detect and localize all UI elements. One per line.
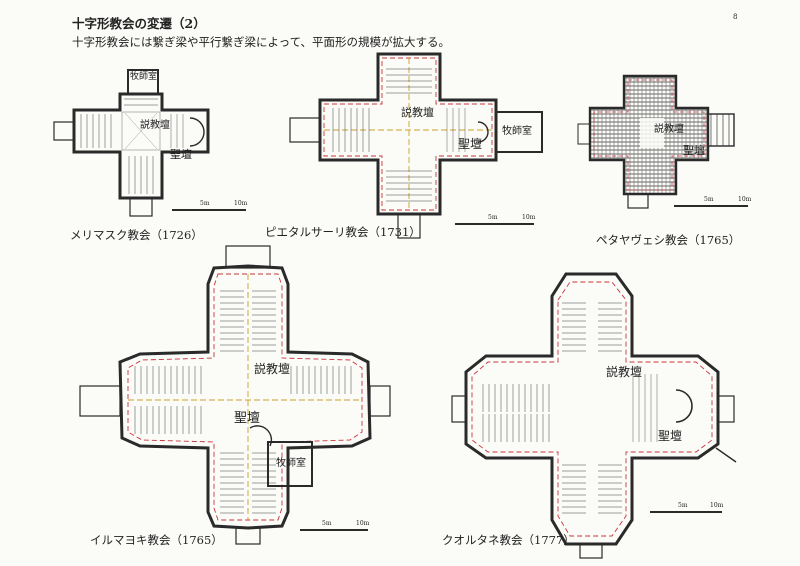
caption-pietarsaari: ピエタルサーリ教会（1731） [265, 225, 421, 239]
plan-pietarsaari: 説教壇 牧師室 聖壇 5m 10m [289, 52, 543, 239]
plan-ilmajoki: 説教壇 聖壇 牧師室 5m 10m [79, 245, 391, 545]
page-mark: 8 [733, 13, 738, 21]
vestry-label-pietarsaari: 牧師室 [502, 124, 532, 137]
pulpit-label-merimasku: 説教壇 [140, 118, 170, 131]
plan-kuortane: 説教壇 聖壇 5m 10m [451, 272, 737, 559]
scale-5m-petajavesi: 5m [704, 196, 714, 203]
scale-10m-kuortane: 10m [710, 502, 724, 509]
scale-5m-merimasku: 5m [200, 200, 210, 207]
scale-bar-pietarsaari: 5m 10m [455, 214, 536, 225]
pulpit-label-ilmajoki: 説教壇 [254, 361, 290, 376]
scale-10m-petajavesi: 10m [738, 196, 752, 203]
page-subtitle: 十字形教会には繋ぎ梁や平行繋ぎ梁によって、平面形の規模が拡大する。 [72, 35, 451, 49]
caption-kuortane: クオルタネ教会（1777） [442, 533, 575, 547]
vestry-label-merimasku: 牧師室 [130, 70, 157, 82]
pulpit-label-pietarsaari: 説教壇 [401, 105, 434, 119]
scale-10m-ilmajoki: 10m [356, 520, 370, 527]
page-title: 十字形教会の変遷（2） [72, 16, 206, 31]
scale-bar-merimasku: 5m 10m [172, 200, 248, 211]
plan-merimasku: 牧師室 説教壇 聖壇 5m 10m [53, 69, 248, 217]
scale-5m-pietarsaari: 5m [488, 214, 498, 221]
scale-10m-pietarsaari: 10m [522, 214, 536, 221]
scale-bar-petajavesi: 5m 10m [674, 196, 752, 207]
altar-label-ilmajoki: 聖壇 [234, 410, 260, 426]
scale-5m-ilmajoki: 5m [322, 520, 332, 527]
altar-label-pietarsaari: 聖壇 [458, 136, 482, 151]
caption-petajavesi: ペタヤヴェシ教会（1765） [596, 233, 741, 247]
scale-bar-ilmajoki: 5m 10m [300, 520, 370, 531]
vestry-label-ilmajoki: 牧師室 [276, 456, 306, 469]
altar-label-petajavesi: 聖壇 [683, 143, 705, 157]
scale-10m-merimasku: 10m [234, 200, 248, 207]
caption-merimasku: メリマスク教会（1726） [70, 228, 203, 242]
plan-petajavesi: 説教壇 聖壇 5m 10m [577, 74, 752, 209]
pulpit-label-petajavesi: 説教壇 [654, 122, 684, 135]
altar-label-kuortane: 聖壇 [658, 428, 682, 443]
caption-ilmajoki: イルマヨキ教会（1765） [90, 533, 223, 547]
scale-bar-kuortane: 5m 10m [650, 502, 724, 513]
scale-5m-kuortane: 5m [678, 502, 688, 509]
pulpit-label-kuortane: 説教壇 [606, 364, 642, 379]
altar-label-merimasku: 聖壇 [170, 147, 192, 161]
